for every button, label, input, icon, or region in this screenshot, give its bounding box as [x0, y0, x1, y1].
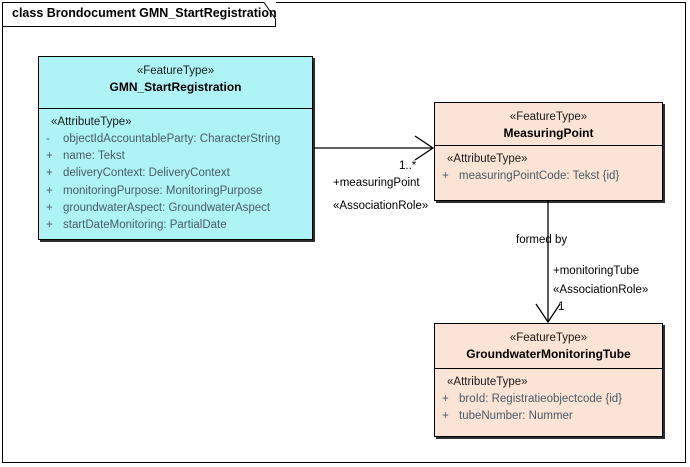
attribute-text: broId: Registratieobjectcode {id}	[459, 393, 623, 405]
attribute-row: + broId: Registratieobjectcode {id}	[435, 391, 662, 408]
class-box-gmn-startregistration[interactable]: «FeatureType» GMN_StartRegistration «Att…	[38, 56, 313, 240]
attribute-row: + monitoringPurpose: MonitoringPurpose	[39, 183, 312, 200]
attribute-visibility: +	[442, 410, 449, 423]
attribute-stereotype: «AttributeType»	[447, 376, 528, 388]
attribute-visibility: +	[46, 184, 53, 197]
class-header-groundwatermonitoringtube: «FeatureType» GroundwaterMonitoringTube	[435, 324, 662, 369]
diagram-title-tab: class Brondocument GMN_StartRegistration	[2, 2, 277, 27]
attribute-text: objectIdAccountableParty: CharacterStrin…	[63, 133, 281, 145]
attribute-text: groundwaterAspect: GroundwaterAspect	[63, 201, 271, 214]
class-attributes-groundwatermonitoringtube: «AttributeType» + broId: Registratieobjec…	[435, 369, 662, 425]
attribute-row: + tubeNumber: Nummer	[435, 408, 662, 425]
class-box-groundwatermonitoringtube[interactable]: «FeatureType» GroundwaterMonitoringTube …	[434, 323, 663, 437]
attribute-text: tubeNumber: Nummer	[459, 410, 573, 423]
attribute-row: + startDateMonitoring: PartialDate	[39, 217, 312, 234]
class-box-measuringpoint[interactable]: «FeatureType» MeasuringPoint «AttributeT…	[434, 102, 663, 201]
attribute-visibility: -	[46, 133, 50, 145]
class-header-gmn-startregistration: «FeatureType» GMN_StartRegistration	[39, 57, 312, 109]
attribute-visibility: +	[46, 167, 53, 180]
attribute-row: + name: Tekst	[39, 148, 312, 165]
association-name-formed-by: formed by	[516, 234, 568, 246]
association-role-measuringpoint: +measuringPoint	[333, 177, 420, 189]
page-title: class Brondocument GMN_StartRegistration	[12, 6, 277, 20]
class-stereotype: «FeatureType»	[509, 332, 588, 344]
attribute-stereotype: «AttributeType»	[51, 116, 132, 128]
association-role-monitoringtube: +monitoringTube	[553, 265, 640, 277]
class-attributes-measuringpoint: «AttributeType» + measuringPointCode: Tek…	[435, 146, 662, 185]
attribute-text: deliveryContext: DeliveryContext	[63, 167, 230, 180]
attribute-visibility: +	[46, 201, 53, 214]
class-stereotype: «FeatureType»	[509, 111, 588, 123]
association-role-stereotype-monitoringtube: «AssociationRole»	[553, 284, 649, 296]
class-header-measuringpoint: «FeatureType» MeasuringPoint	[435, 103, 662, 146]
attribute-stereotype: «AttributeType»	[447, 153, 528, 165]
attribute-text: name: Tekst	[63, 150, 125, 163]
attribute-text: startDateMonitoring: PartialDate	[63, 219, 227, 232]
diagram-frame	[2, 2, 686, 463]
class-name: MeasuringPoint	[503, 126, 594, 140]
class-attributes-gmn-startregistration: «AttributeType» - objectIdAccountablePart…	[39, 109, 312, 234]
association-multiplicity-monitoringtube: 1	[558, 301, 565, 313]
title-tab-shape	[2, 2, 276, 27]
attribute-text: monitoringPurpose: MonitoringPurpose	[63, 184, 263, 197]
class-name: GMN_StartRegistration	[109, 80, 242, 94]
class-stereotype: «FeatureType»	[136, 65, 215, 77]
attribute-visibility: +	[442, 170, 449, 182]
association-multiplicity-measuringpoint: 1..*	[399, 160, 417, 172]
class-name: GroundwaterMonitoringTube	[466, 347, 631, 361]
attribute-row: - objectIdAccountableParty: CharacterStri…	[39, 131, 312, 148]
attribute-row: + measuringPointCode: Tekst {id}	[435, 168, 662, 185]
attribute-visibility: +	[46, 219, 53, 232]
attribute-visibility: +	[442, 393, 449, 405]
attribute-text: measuringPointCode: Tekst {id}	[459, 170, 620, 182]
association-role-stereotype-measuringpoint: «AssociationRole»	[333, 200, 429, 212]
attribute-visibility: +	[46, 150, 53, 163]
attribute-row: + deliveryContext: DeliveryContext	[39, 165, 312, 182]
attribute-row: + groundwaterAspect: GroundwaterAspect	[39, 200, 312, 217]
